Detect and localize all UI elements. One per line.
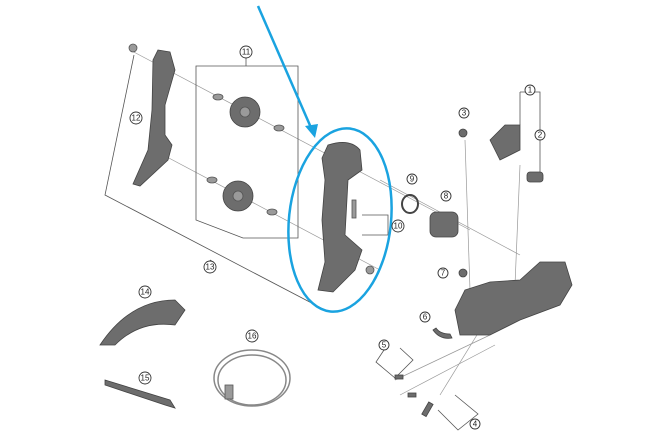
callout-6: 6 xyxy=(419,311,431,323)
callout-14: 14 xyxy=(138,285,152,299)
electric-cable-part xyxy=(213,349,291,407)
bracket-lines xyxy=(104,54,541,431)
cap-part xyxy=(458,268,468,278)
callout-9: 9 xyxy=(406,173,418,185)
spring-ring-part xyxy=(401,194,419,214)
callout-7: 7 xyxy=(437,267,449,279)
callout-number: 5 xyxy=(382,341,387,350)
callout-10: 10 xyxy=(391,219,405,233)
callout-16: 16 xyxy=(245,329,259,343)
callout-3: 3 xyxy=(458,107,470,119)
callout-number: 7 xyxy=(441,269,446,278)
highlight-ellipse xyxy=(287,127,393,313)
callout-8: 8 xyxy=(440,190,452,202)
callout-2: 2 xyxy=(534,129,546,141)
pulley-set-part xyxy=(206,93,285,216)
callout-number: 1 xyxy=(528,86,533,95)
callout-number: 11 xyxy=(242,48,251,57)
callout-12: 12 xyxy=(129,111,143,125)
b-bolt-part xyxy=(458,128,468,138)
callout-number: 16 xyxy=(248,332,257,341)
screw-part xyxy=(365,265,375,275)
callout-13: 13 xyxy=(203,260,217,274)
callout-number: 2 xyxy=(538,131,543,140)
callout-number: 8 xyxy=(444,192,449,201)
adjust-screw-part xyxy=(407,392,417,398)
screw-part xyxy=(351,199,357,219)
outer-plate-part xyxy=(132,49,176,187)
derailleur-body-part xyxy=(454,261,573,336)
callout-number: 9 xyxy=(410,175,415,184)
callout-number: 4 xyxy=(473,420,478,429)
callout-4: 4 xyxy=(469,418,481,430)
tool-part xyxy=(104,379,176,409)
callout-number: 14 xyxy=(141,288,150,297)
callout-number: 15 xyxy=(141,374,150,383)
callout-number: 3 xyxy=(462,109,467,118)
highlight-arrow xyxy=(256,5,318,138)
callout-5: 5 xyxy=(378,339,390,351)
callout-1: 1 xyxy=(524,84,536,96)
plate-bolt-part xyxy=(128,43,138,53)
callout-number: 13 xyxy=(206,263,215,272)
tension-cylinder-part xyxy=(429,211,459,238)
guard-part xyxy=(99,299,186,346)
callout-number: 12 xyxy=(132,114,141,123)
callout-15: 15 xyxy=(138,371,152,385)
adjust-screw-part xyxy=(394,374,404,380)
bracket-part xyxy=(489,124,521,161)
cable-bolt-part xyxy=(421,401,434,418)
callout-11: 11 xyxy=(239,45,253,59)
inner-plate-part xyxy=(317,142,363,293)
cover-part xyxy=(432,327,453,339)
callout-number: 10 xyxy=(394,222,403,231)
axle-nut-part xyxy=(526,171,544,183)
callout-number: 6 xyxy=(423,313,428,322)
